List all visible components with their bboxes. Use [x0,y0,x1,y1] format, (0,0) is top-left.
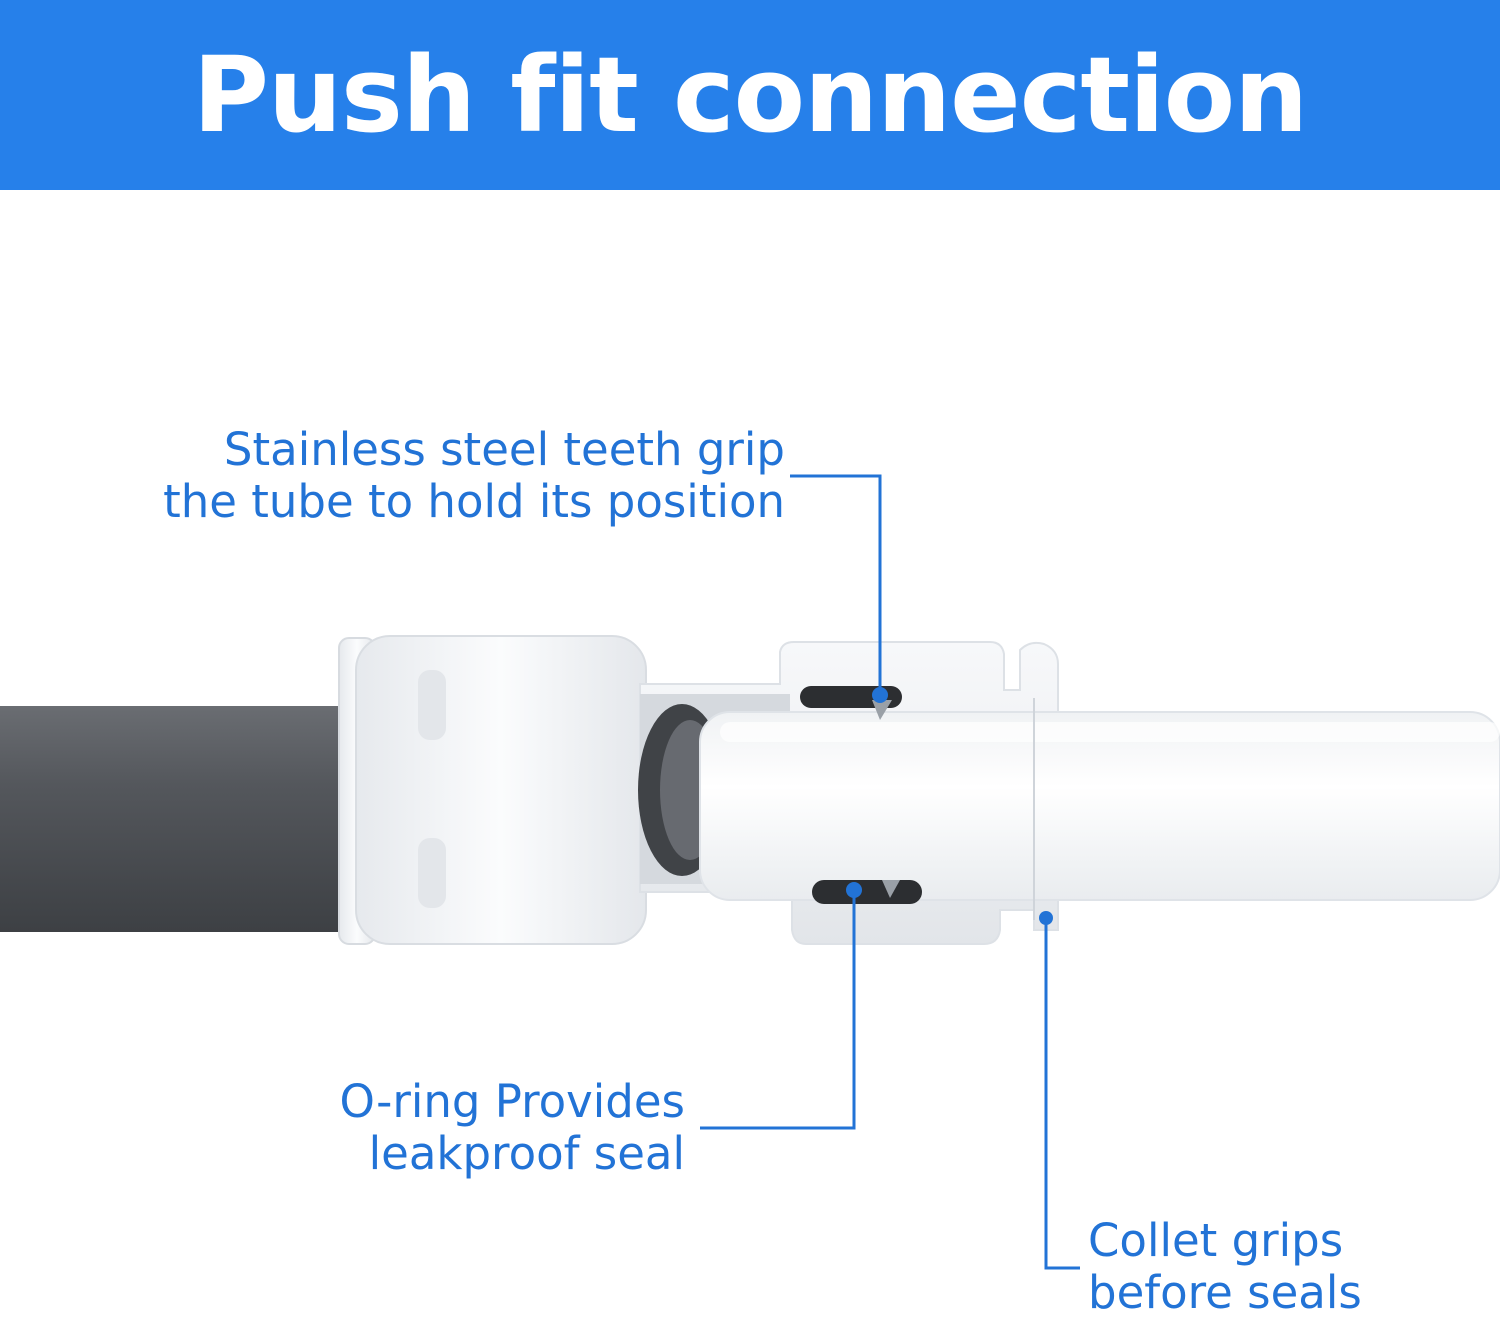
nut-slot-top [418,670,446,740]
teeth-marker [872,687,888,703]
oring-leader [700,890,856,1130]
collet-leader [1044,918,1080,1270]
callout-oring-line2: leakproof seal [368,1127,685,1180]
callout-teeth-line1: Stainless steel teeth grip [223,423,785,476]
white-tube [699,711,1500,901]
collet-nut [355,635,647,945]
callout-teeth: Stainless steel teeth grip the tube to h… [163,424,785,528]
callout-collet-line1: Collet grips [1088,1214,1344,1267]
teeth-leader [790,474,882,695]
page-title: Push fit connection [192,34,1308,156]
callout-oring: O-ring Provides leakproof seal [339,1076,685,1180]
oring-marker [846,882,862,898]
oring-bottom [812,880,922,904]
callout-collet: Collet grips before seals [1088,1215,1362,1319]
teeth-top [872,700,892,720]
callout-teeth-line2: the tube to hold its position [163,475,785,528]
teeth-bottom [882,880,900,898]
collet-marker [1039,911,1053,925]
nut-slot-bottom [418,838,446,908]
callout-lines [700,474,1080,1270]
dark-tube [0,706,345,932]
title-banner: Push fit connection [0,0,1500,190]
white-tube-highlight [720,722,1500,742]
callout-oring-line1: O-ring Provides [339,1075,685,1128]
callout-collet-line2: before seals [1088,1266,1362,1319]
